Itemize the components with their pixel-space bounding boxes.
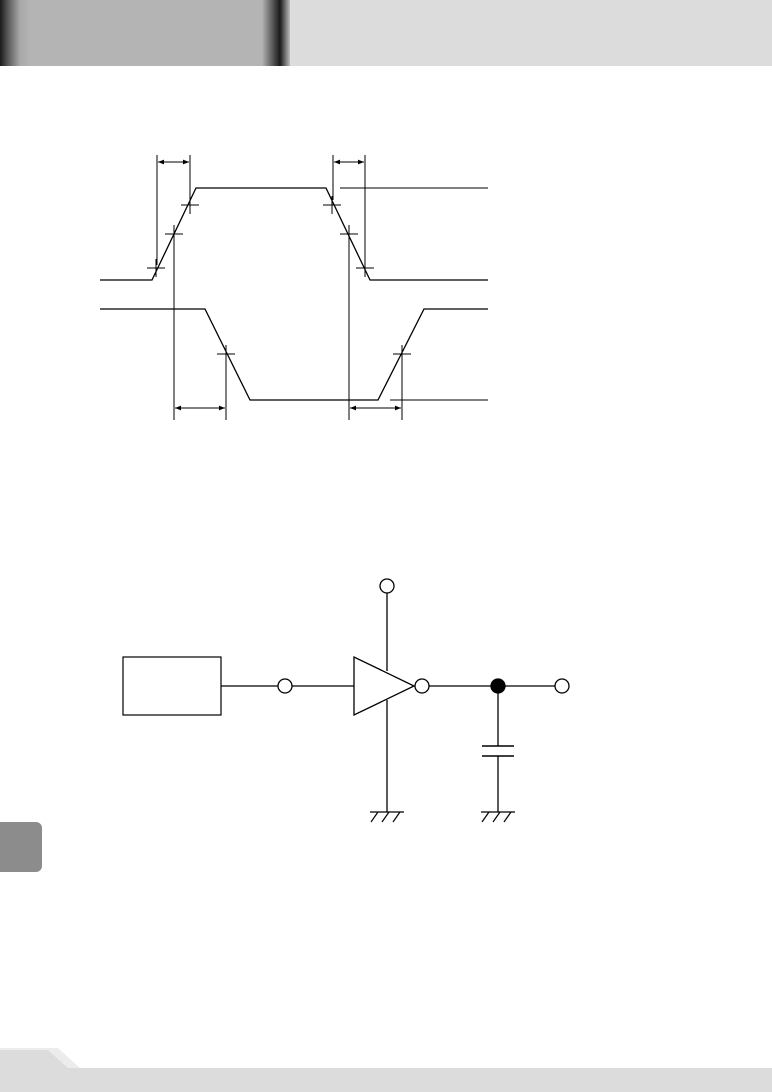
load-terminal — [554, 678, 570, 694]
buffer — [353, 655, 416, 717]
output-ticks — [217, 345, 411, 363]
input-fall-ticks — [323, 196, 374, 277]
extension-lines — [156, 155, 403, 420]
input-waveform — [100, 187, 488, 281]
timing-diagram — [100, 155, 488, 420]
junction-node — [490, 678, 506, 694]
footer-accent — [0, 1048, 80, 1068]
ground-icon — [370, 811, 404, 823]
header-bar — [0, 0, 772, 66]
header-tab — [0, 0, 290, 66]
output-waveform — [100, 308, 488, 401]
footer-bar — [0, 1050, 772, 1092]
signal-generator — [122, 656, 222, 716]
input-terminal — [277, 678, 293, 694]
vdd-terminal — [379, 578, 395, 594]
ground-icon — [481, 811, 515, 823]
output-terminal — [414, 678, 430, 694]
side-tab — [0, 822, 42, 872]
test-circuit — [122, 578, 570, 823]
